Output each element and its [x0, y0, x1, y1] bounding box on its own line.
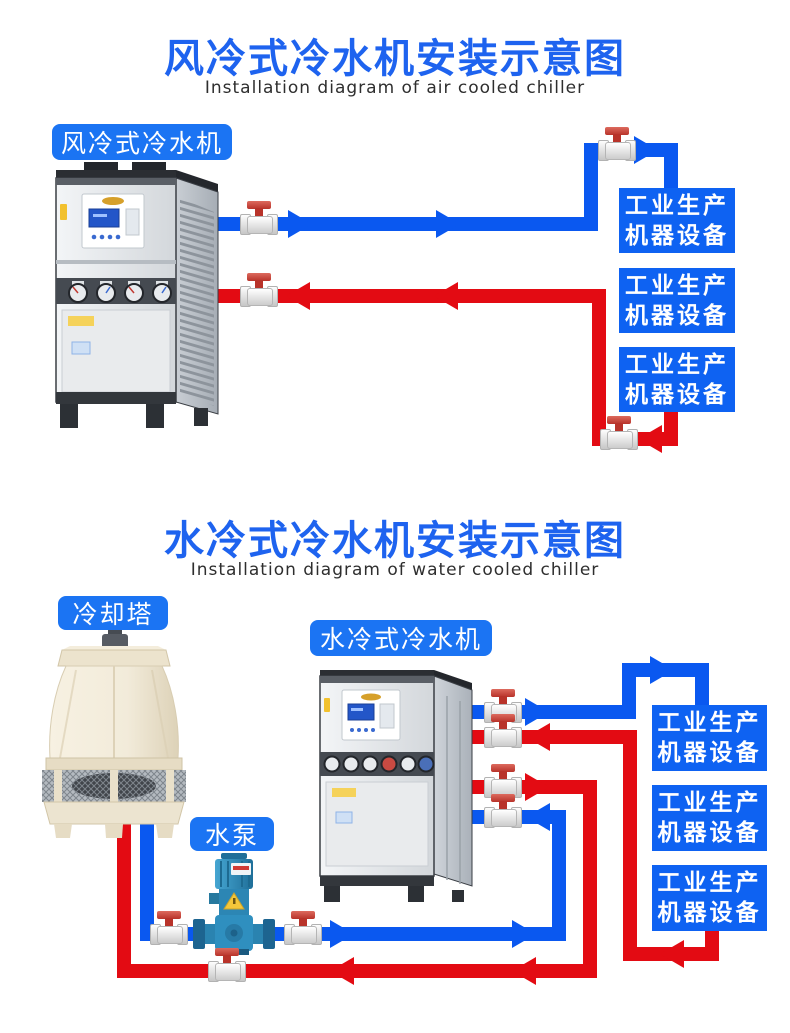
- flow-arrow-right-icon: [288, 210, 312, 238]
- flow-arrow-right-icon: [525, 773, 549, 801]
- air-section-subtitle: Installation diagram of air cooled chill…: [204, 78, 586, 98]
- flow-arrow-left-icon: [526, 723, 550, 751]
- ball-valve-icon: [484, 794, 522, 828]
- water-cooled-chiller-illustration: [319, 670, 473, 902]
- cooling-tower-label: 冷却塔: [72, 600, 154, 629]
- equipment-box: 工业生产 机器设备: [619, 347, 735, 412]
- equipment-box-line2: 机器设备: [657, 820, 762, 846]
- cooling-tower-label-chip: 冷却塔: [58, 596, 168, 630]
- air-cooled-chiller-illustration: [55, 162, 219, 428]
- equipment-box: 工业生产 机器设备: [652, 705, 767, 771]
- tower-supply-drop: [140, 812, 154, 941]
- water-pump-illustration: [193, 853, 275, 955]
- equipment-box: 工业生产 机器设备: [619, 188, 735, 253]
- chilled-return-riser: [592, 289, 606, 446]
- flow-arrow-left-icon: [638, 425, 662, 453]
- ball-valve-icon: [484, 714, 522, 748]
- chilled-return-riser: [623, 730, 637, 961]
- equipment-box: 工业生产 机器设备: [652, 785, 767, 851]
- equipment-box: 工业生产 机器设备: [652, 865, 767, 931]
- water-section-subtitle: Installation diagram of water cooled chi…: [190, 560, 600, 580]
- flow-arrow-left-icon: [434, 282, 458, 310]
- ball-valve-icon: [150, 911, 188, 945]
- flow-arrow-right-icon: [650, 656, 674, 684]
- flow-arrow-right-icon: [436, 210, 460, 238]
- ball-valve-icon: [484, 764, 522, 798]
- condenser-inlet-riser: [552, 810, 566, 941]
- equipment-box-line1: 工业生产: [657, 710, 762, 736]
- flow-arrow-left-icon: [512, 957, 536, 985]
- equipment-box-line2: 机器设备: [657, 740, 762, 766]
- water-chiller-label: 水冷式冷水机: [319, 625, 482, 654]
- ball-valve-icon: [284, 911, 322, 945]
- pump-label: 水泵: [204, 821, 259, 850]
- flow-arrow-left-icon: [660, 940, 684, 968]
- air-section-title: 风冷式冷水机安装示意图: [164, 36, 626, 82]
- ball-valve-icon: [208, 948, 246, 982]
- chilled-supply-riser: [584, 143, 598, 231]
- ball-valve-icon: [240, 201, 278, 235]
- equipment-box-line2: 机器设备: [657, 900, 762, 926]
- tower-return-drop: [117, 815, 131, 978]
- ball-valve-icon: [240, 273, 278, 307]
- flow-arrow-right-icon: [525, 698, 549, 726]
- chilled-supply-drop: [695, 670, 709, 708]
- equipment-box-line1: 工业生产: [625, 192, 729, 219]
- chilled-supply-drop: [664, 150, 678, 192]
- condenser-outlet-riser: [583, 780, 597, 978]
- equipment-box-line1: 工业生产: [625, 351, 729, 378]
- flow-arrow-left-icon: [526, 803, 550, 831]
- flow-arrow-right-icon: [634, 136, 658, 164]
- air-chiller-label: 风冷式冷水机: [60, 129, 223, 158]
- ball-valve-icon: [598, 127, 636, 161]
- equipment-box: 工业生产 机器设备: [619, 268, 735, 333]
- equipment-box-line1: 工业生产: [625, 272, 729, 299]
- air-chiller-label-chip: 风冷式冷水机: [52, 124, 232, 160]
- water-chiller-label-chip: 水冷式冷水机: [310, 620, 492, 656]
- flow-arrow-right-icon: [330, 920, 354, 948]
- equipment-box-line2: 机器设备: [625, 222, 729, 249]
- equipment-box-line2: 机器设备: [625, 302, 729, 329]
- chilled-return-drop: [705, 931, 719, 961]
- ball-valve-icon: [600, 416, 638, 450]
- equipment-box-line2: 机器设备: [625, 381, 729, 408]
- equipment-box-line1: 工业生产: [657, 870, 762, 896]
- flow-arrow-left-icon: [330, 957, 354, 985]
- water-section-title: 水冷式冷水机安装示意图: [164, 518, 626, 564]
- flow-arrow-right-icon: [512, 920, 536, 948]
- flow-arrow-left-icon: [286, 282, 310, 310]
- chilled-supply-riser: [622, 663, 636, 719]
- pump-label-chip: 水泵: [190, 817, 274, 851]
- equipment-box-line1: 工业生产: [657, 790, 762, 816]
- chilled-return-drop: [664, 410, 678, 438]
- cooling-tower-illustration: [42, 630, 186, 838]
